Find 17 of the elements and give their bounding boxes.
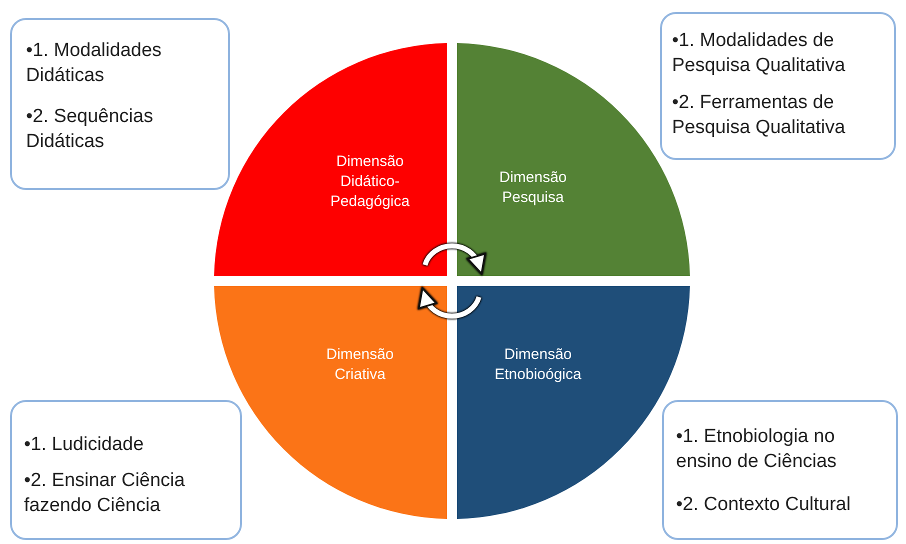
list-item: •2. Ensinar Ciência fazendo Ciência bbox=[24, 469, 186, 518]
list-item: •1. Etnobiologia no ensino de Ciências bbox=[676, 425, 838, 474]
list-item: •1. Modalidades de Pesquisa Qualitativa bbox=[672, 29, 846, 78]
list-item: •1. Modalidades Didáticas bbox=[26, 39, 163, 88]
quadrant-label: Dimensão Didático-Pedagógica bbox=[329, 152, 411, 212]
list-item: •2. Ferramentas de Pesquisa Qualitativa bbox=[672, 91, 846, 140]
list-item: •2. Sequências Didáticas bbox=[26, 105, 154, 154]
text-box bbox=[660, 12, 896, 160]
list-item: •1. Ludicidade bbox=[24, 433, 145, 457]
cycle-arrow bbox=[418, 288, 482, 319]
quadrant-label: Dimensão Pesquisa bbox=[498, 168, 568, 208]
quadrant-label: Dimensão Criativa bbox=[325, 345, 395, 385]
quadrant-label: Dimensão Etnobioógica bbox=[494, 345, 582, 385]
text-box bbox=[662, 400, 898, 540]
list-item: •2. Contexto Cultural bbox=[676, 493, 852, 517]
text-box bbox=[10, 400, 242, 540]
text-box bbox=[10, 18, 230, 190]
